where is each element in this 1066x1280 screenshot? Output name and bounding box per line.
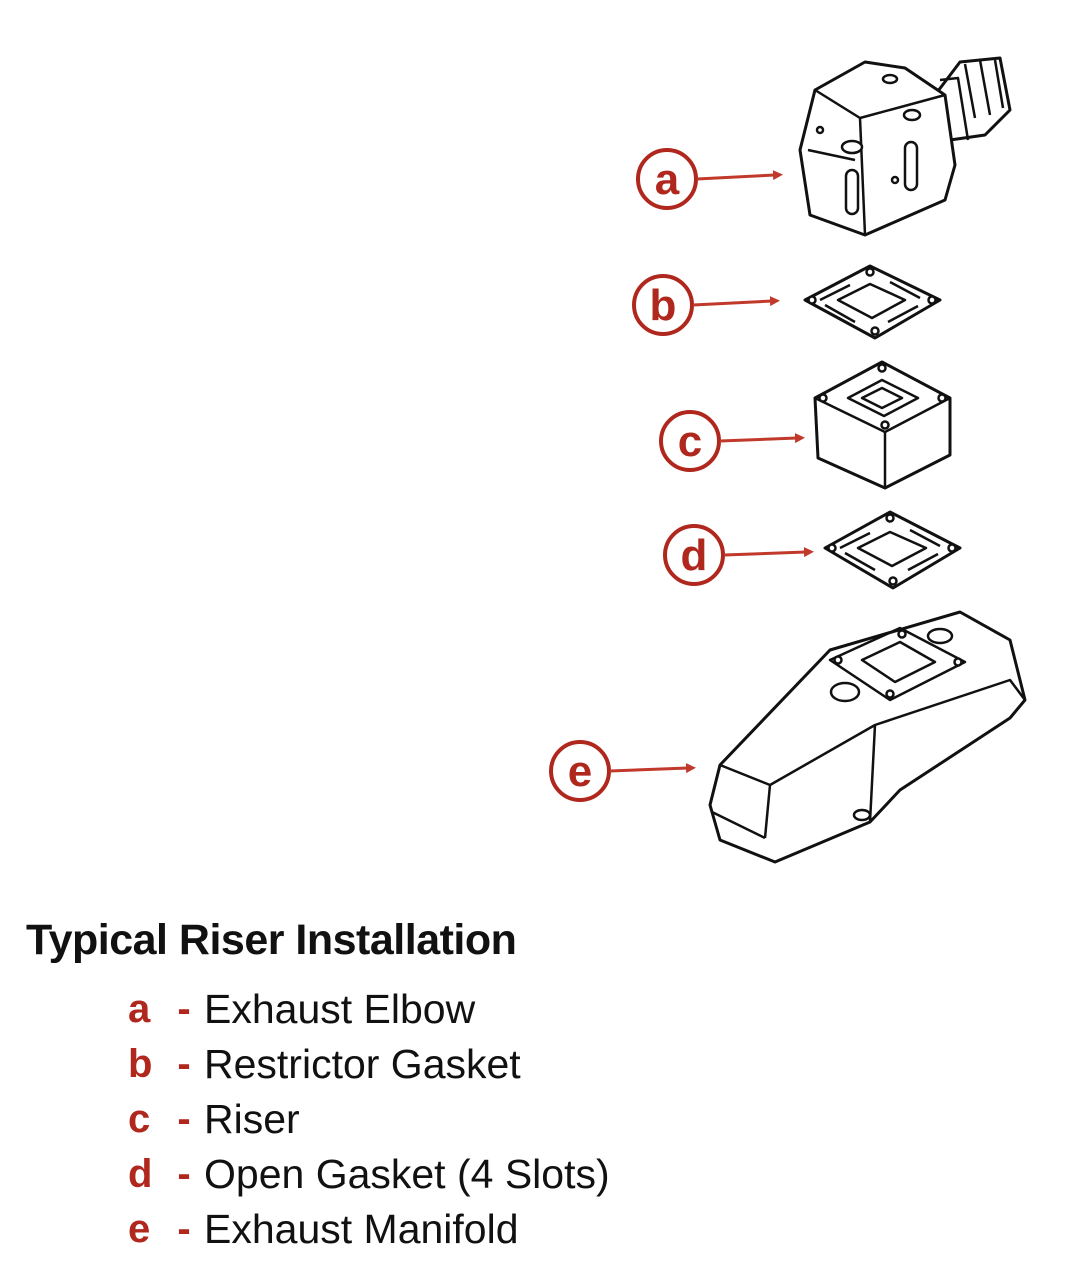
legend-item: c - Riser [128, 1092, 610, 1147]
callout-b-arrow [692, 296, 780, 307]
parts-legend: a - Exhaust Elbow b - Restrictor Gasket … [128, 982, 610, 1257]
legend-dash: - [177, 1097, 191, 1141]
legend-letter: c [128, 1097, 151, 1141]
legend-dash: - [177, 1207, 191, 1251]
legend-label: Open Gasket (4 Slots) [204, 1151, 610, 1197]
legend-dash: - [177, 1042, 191, 1086]
callout-a-letter: a [655, 155, 680, 204]
legend-item: e - Exhaust Manifold [128, 1202, 610, 1257]
legend-label: Exhaust Manifold [204, 1206, 519, 1252]
restrictor-gasket-drawing [803, 264, 942, 340]
callout-b: b [632, 274, 780, 336]
callout-a-arrow [696, 170, 783, 181]
legend-letter: e [128, 1207, 151, 1251]
riser-exploded-diagram: a b c d e [549, 56, 1027, 864]
legend-letter: b [128, 1042, 153, 1086]
legend-item: a - Exhaust Elbow [128, 982, 610, 1037]
callout-b-letter: b [650, 281, 677, 330]
callout-d: d [663, 524, 814, 586]
callout-d-arrow [723, 547, 814, 558]
legend-dash: - [177, 1152, 191, 1196]
legend-item: b - Restrictor Gasket [128, 1037, 610, 1092]
riser-drawing [813, 360, 952, 490]
exhaust-elbow-drawing [798, 56, 1012, 237]
open-gasket-drawing [823, 510, 962, 590]
legend-item: d - Open Gasket (4 Slots) [128, 1147, 610, 1202]
callout-e: e [549, 740, 696, 802]
exhaust-manifold-drawing [708, 610, 1027, 864]
callout-a: a [636, 148, 783, 210]
legend-label: Exhaust Elbow [204, 986, 476, 1032]
legend-dash: - [177, 987, 191, 1031]
callout-e-arrow [609, 763, 696, 774]
callout-e-letter: e [568, 747, 592, 796]
legend-label: Restrictor Gasket [204, 1041, 521, 1087]
callout-c-arrow [719, 433, 805, 444]
legend-letter: a [128, 987, 151, 1031]
legend-letter: d [128, 1152, 153, 1196]
callout-d-letter: d [681, 531, 708, 580]
legend-label: Riser [204, 1096, 300, 1142]
callout-c-letter: c [678, 417, 702, 466]
figure-title: Typical Riser Installation [26, 916, 517, 964]
callout-c: c [659, 410, 805, 472]
